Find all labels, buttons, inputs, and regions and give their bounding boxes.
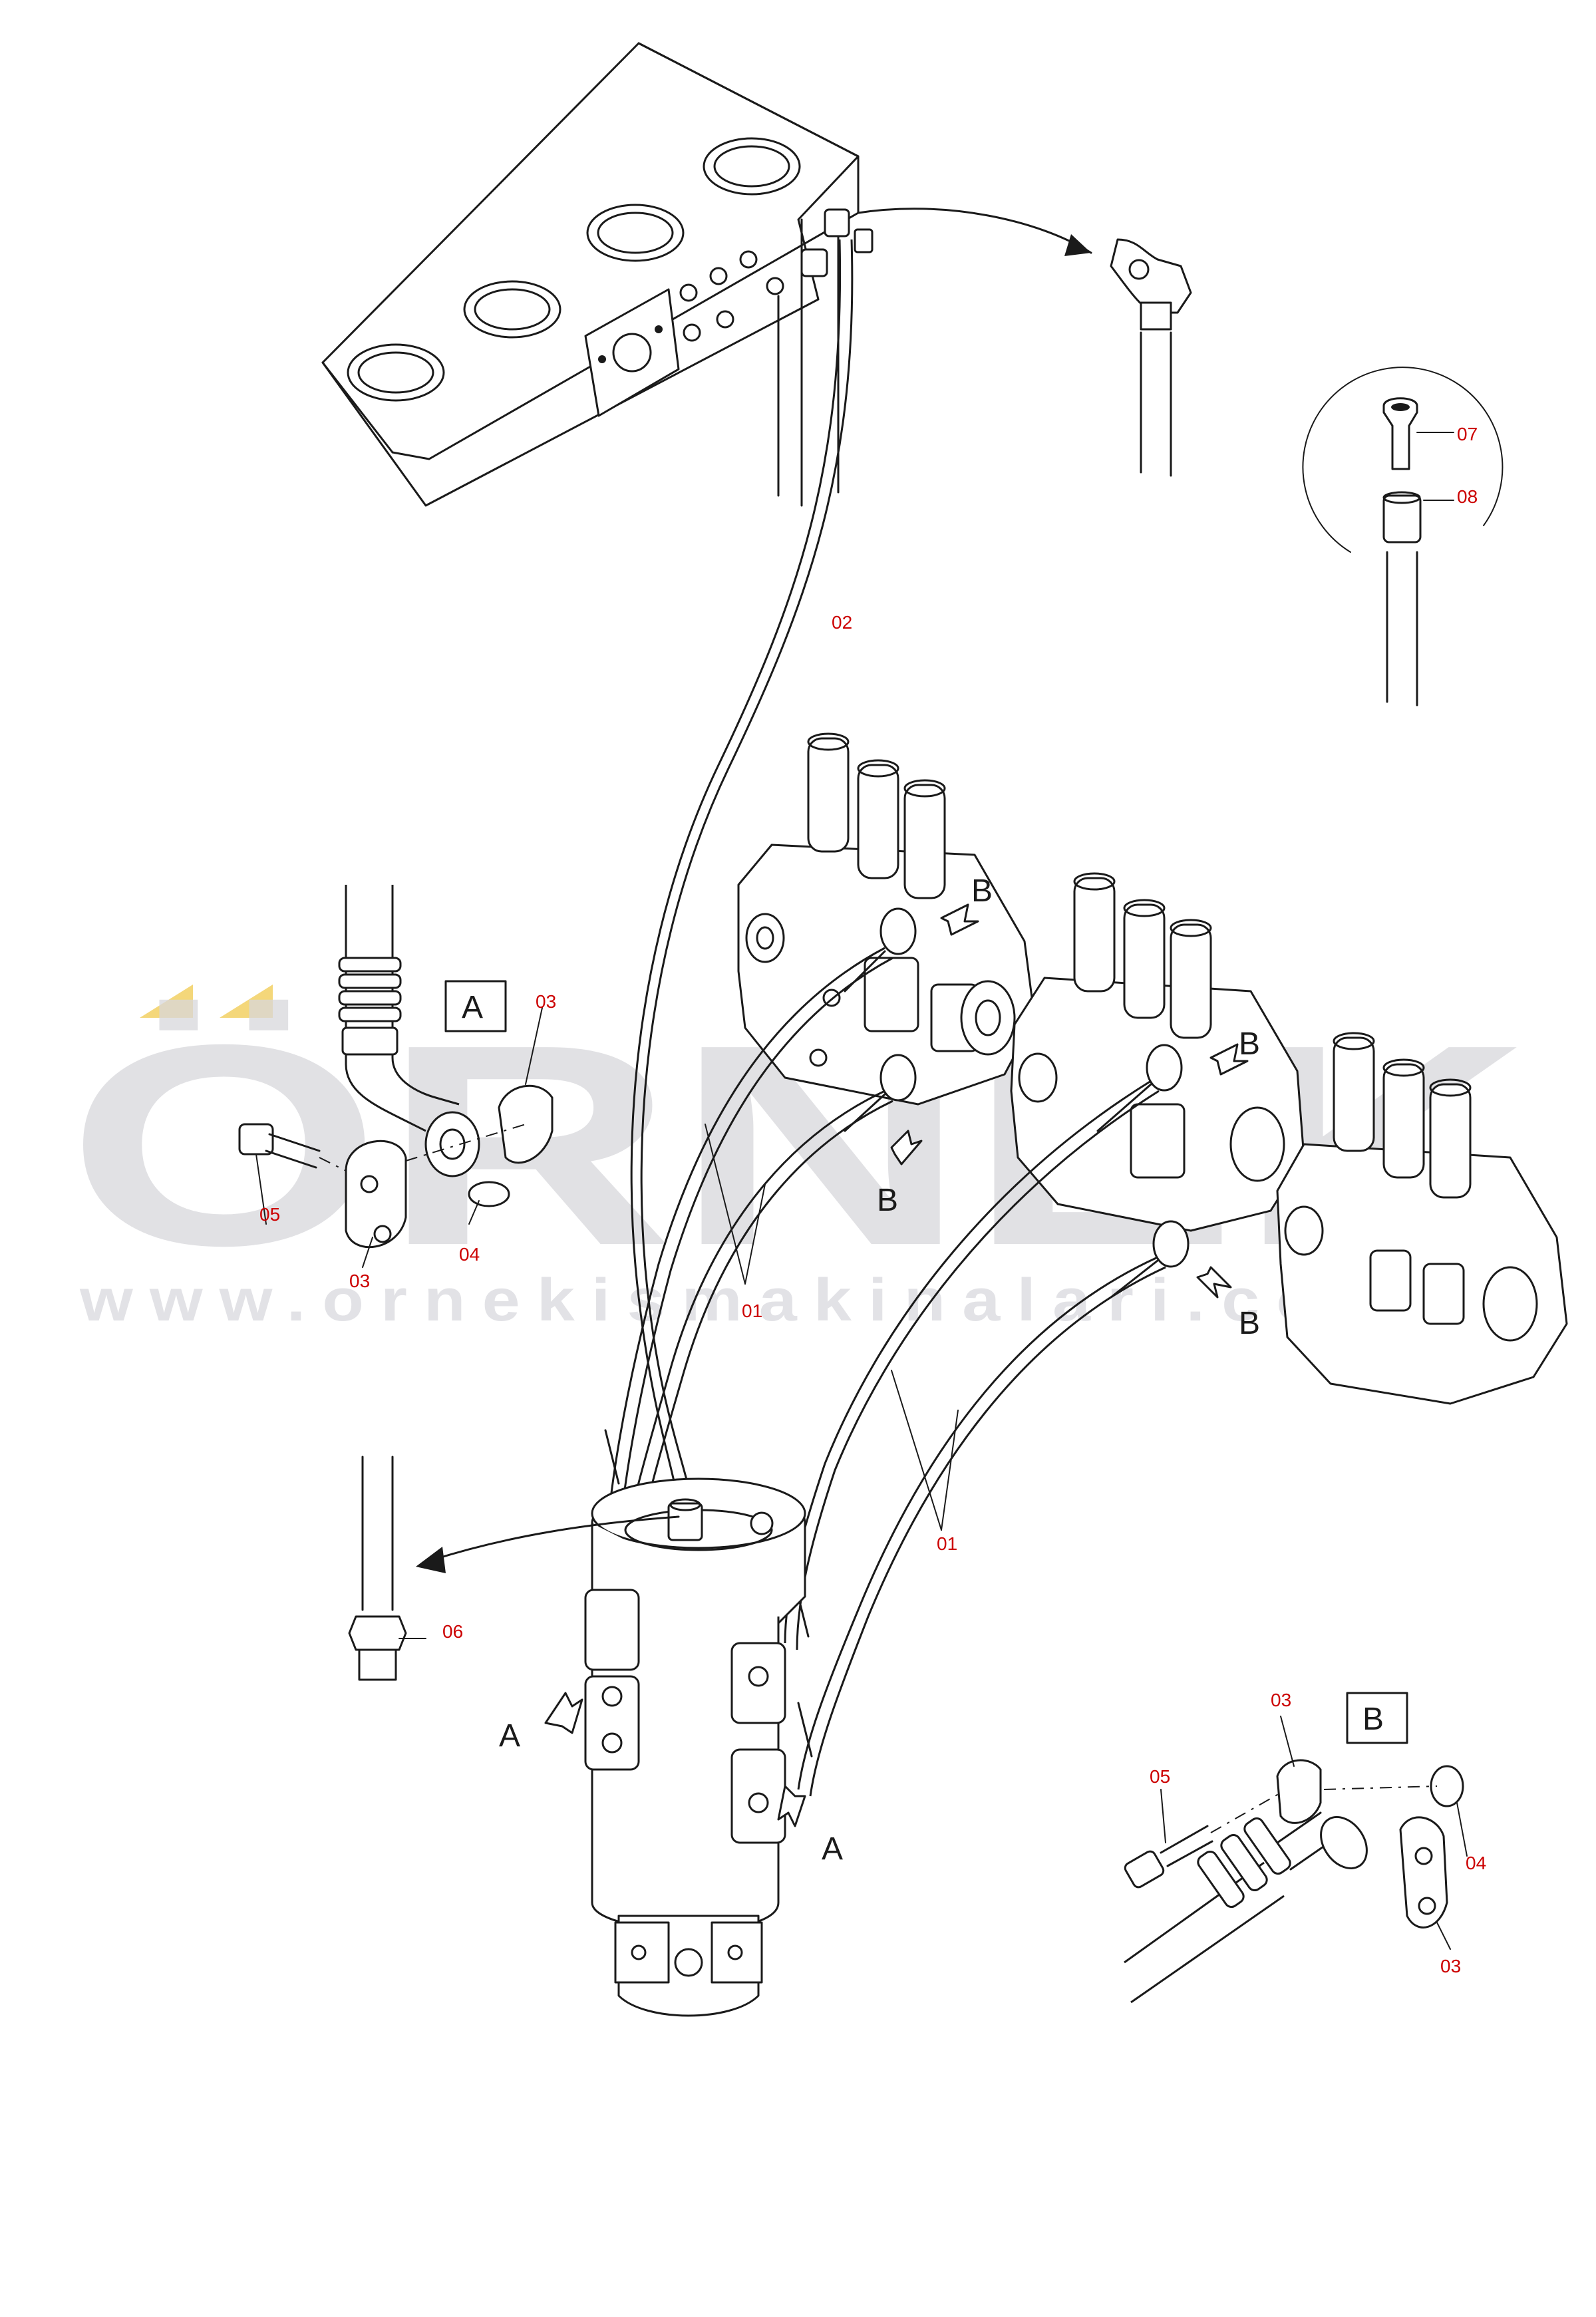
control-valve-3 (1276, 1032, 1568, 1405)
callout-08: 08 (1457, 486, 1478, 507)
callout-03-a-top: 03 (536, 991, 556, 1012)
arrow-label-a-right: A (822, 1831, 843, 1867)
callout-04-a: 04 (459, 1244, 480, 1265)
callout-05-b: 05 (1150, 1766, 1170, 1787)
callout-01-right: 01 (937, 1533, 957, 1554)
swivel-joint (584, 1477, 806, 2017)
callout-01-left: 01 (742, 1301, 762, 1321)
callouts: 01 01 02 03 03 04 05 06 07 08 03 03 04 0… (259, 424, 1486, 1976)
callout-03-a-bottom: 03 (349, 1271, 370, 1291)
callout-07: 07 (1457, 424, 1478, 444)
fitting-06-detail (348, 1456, 680, 1681)
watermark-accent-right (220, 985, 273, 1018)
letters: A B A A B B B B (462, 873, 1384, 1867)
arrow-label-b-valve1-bottom: B (877, 1183, 898, 1218)
view-arrows (544, 903, 1249, 1827)
arrow-label-a-left: A (499, 1718, 520, 1754)
callout-06: 06 (442, 1621, 463, 1642)
view-box-b (1346, 1692, 1408, 1744)
callout-02: 02 (832, 612, 852, 633)
callout-05-a: 05 (259, 1204, 280, 1225)
view-box-a (444, 980, 507, 1032)
manifold-block (321, 42, 874, 507)
arrow-label-b-valve1-top: B (971, 873, 993, 909)
detail-b (1124, 1692, 1468, 2004)
control-valve-2 (1010, 872, 1305, 1268)
view-label-b-box: B (1362, 1702, 1384, 1737)
pipe-02 (630, 239, 854, 1504)
callout-04-b: 04 (1466, 1853, 1486, 1873)
callout-03-b-bottom: 03 (1440, 1956, 1461, 1976)
callout-03-b-top: 03 (1271, 1690, 1291, 1710)
elbow-detail-top (857, 208, 1192, 477)
arrow-label-b-valve2-top: B (1239, 1026, 1260, 1062)
circle-detail-07-08 (1302, 367, 1504, 706)
watermark-url: www.ornekismakinalari.com.tr (79, 1267, 1530, 1334)
watermark-accent-left (140, 985, 193, 1018)
leaders-01 (705, 1124, 959, 1531)
arrow-label-b-valve2-bottom: B (1239, 1306, 1260, 1341)
detail-a (238, 885, 554, 1268)
view-label-a-box: A (462, 990, 483, 1025)
